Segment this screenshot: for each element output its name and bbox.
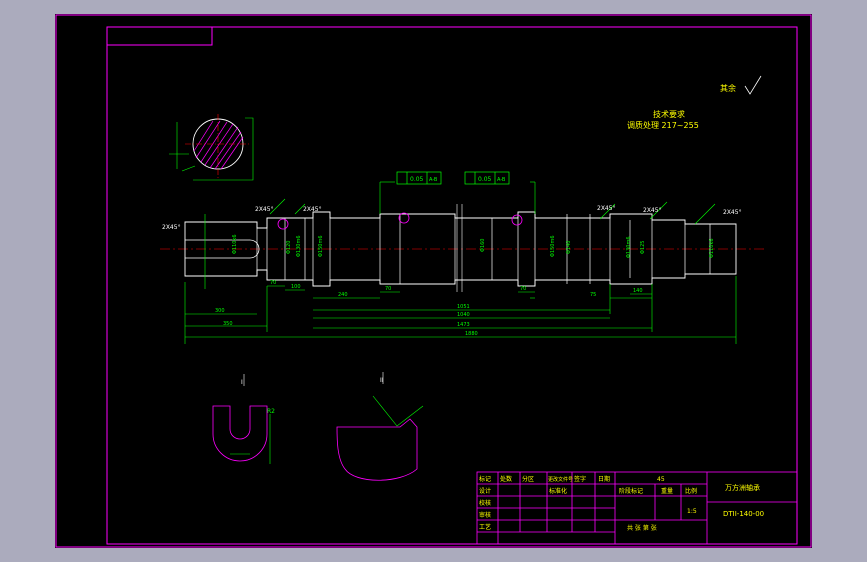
tolerance-value-1: 0.05 bbox=[410, 176, 424, 183]
chamfer-label-6: 2X45° bbox=[723, 209, 742, 216]
tb-sheet-info: 共 张 第 张 bbox=[627, 524, 657, 532]
tb-header-mark: 标记 bbox=[479, 475, 491, 483]
dimension-texts: 300 350 1880 70 100 240 70 1051 1040 147… bbox=[215, 280, 643, 337]
section-view-2: II bbox=[336, 372, 424, 481]
section-label-2: II bbox=[380, 377, 384, 384]
tb-ratio: 比例 bbox=[685, 487, 697, 495]
drawing-sheet[interactable]: 其余 技术要求 调质处理 217~255 bbox=[55, 14, 812, 548]
chamfer-label-2: 2X45° bbox=[255, 206, 274, 213]
svg-text:Φ110k6: Φ110k6 bbox=[232, 234, 238, 254]
title-block bbox=[476, 471, 798, 545]
tech-req-title: 技术要求 bbox=[653, 109, 685, 119]
section-dim: R2 bbox=[267, 408, 275, 415]
svg-text:140: 140 bbox=[633, 288, 643, 294]
dimension-lines bbox=[184, 181, 737, 344]
tb-row-design: 设计 bbox=[479, 487, 491, 495]
tb-part-name: 万方洲轴承 bbox=[725, 483, 760, 492]
svg-text:Φ110k6: Φ110k6 bbox=[709, 238, 715, 258]
tech-req-text: 调质处理 217~255 bbox=[627, 120, 699, 130]
svg-text:1040: 1040 bbox=[457, 312, 470, 318]
svg-text:Φ125: Φ125 bbox=[640, 241, 646, 254]
svg-text:Φ150m6: Φ150m6 bbox=[318, 235, 324, 257]
tb-row-review: 审核 bbox=[479, 511, 491, 519]
tolerance-frame-1: 0.05 A-B bbox=[396, 171, 442, 185]
section-label-1: I bbox=[241, 379, 243, 386]
svg-text:1473: 1473 bbox=[457, 322, 470, 328]
chamfer-label-4: 2X45° bbox=[597, 205, 616, 212]
svg-text:70: 70 bbox=[520, 286, 526, 292]
diameter-labels: Φ110k6 Φ120 Φ130m6 Φ150m6 Φ160 Φ150m6 Φ1… bbox=[232, 234, 715, 258]
svg-text:Φ130m6: Φ130m6 bbox=[626, 236, 632, 258]
tb-stage-mark: 阶段标记 bbox=[619, 487, 643, 495]
tb-standardization: 标准化 bbox=[549, 487, 567, 495]
svg-text:Φ150m6: Φ150m6 bbox=[550, 235, 556, 257]
tb-drawing-no: DTII-140-00 bbox=[723, 510, 764, 518]
svg-text:1880: 1880 bbox=[465, 331, 478, 337]
svg-text:Φ140: Φ140 bbox=[566, 241, 572, 254]
svg-text:Φ160: Φ160 bbox=[480, 239, 486, 252]
svg-text:Φ120: Φ120 bbox=[286, 241, 292, 254]
svg-text:75: 75 bbox=[590, 292, 596, 298]
svg-text:1051: 1051 bbox=[457, 304, 470, 310]
section-view-1: I R2 bbox=[212, 374, 275, 464]
svg-text:Φ130m6: Φ130m6 bbox=[296, 235, 302, 257]
tb-header-date: 日期 bbox=[598, 475, 610, 483]
tolerance-frame-2: 0.05 A-B bbox=[464, 171, 510, 185]
tb-header-count: 处数 bbox=[500, 475, 512, 483]
roughness-symbol bbox=[744, 75, 762, 95]
tb-header-change-doc: 更改文件号 bbox=[548, 476, 573, 483]
svg-text:240: 240 bbox=[338, 292, 348, 298]
corner-box bbox=[106, 26, 213, 46]
tb-header-sign: 签字 bbox=[574, 475, 586, 483]
tolerance-ref-2: A-B bbox=[497, 177, 506, 183]
outer-border bbox=[55, 14, 812, 548]
cross-section-view bbox=[169, 114, 254, 181]
tb-material: 45 bbox=[657, 476, 665, 483]
roughness-note: 其余 bbox=[720, 83, 736, 93]
svg-text:70: 70 bbox=[270, 280, 276, 286]
title-block-text: 标记 处数 分区 更改文件号 签字 日期 设计 校核 审核 工艺 标准化 45 … bbox=[479, 475, 764, 532]
tb-row-check: 校核 bbox=[479, 499, 491, 507]
chamfer-label-5: 2X45° bbox=[643, 207, 662, 214]
chamfer-label-1: 2X45° bbox=[162, 224, 181, 231]
svg-text:350: 350 bbox=[223, 321, 233, 327]
tolerance-value-2: 0.05 bbox=[478, 176, 492, 183]
svg-text:100: 100 bbox=[291, 284, 301, 290]
tb-row-process: 工艺 bbox=[479, 523, 491, 531]
svg-text:300: 300 bbox=[215, 308, 225, 314]
tolerance-ref-1: A-B bbox=[429, 177, 438, 183]
shaft-main-view bbox=[160, 204, 765, 292]
svg-text:70: 70 bbox=[385, 286, 391, 292]
tb-header-zone: 分区 bbox=[522, 475, 534, 483]
inner-border bbox=[106, 26, 798, 545]
tb-scale: 1:5 bbox=[687, 508, 697, 515]
chamfer-label-3: 2X45° bbox=[303, 206, 322, 213]
tb-weight: 重量 bbox=[661, 487, 673, 495]
